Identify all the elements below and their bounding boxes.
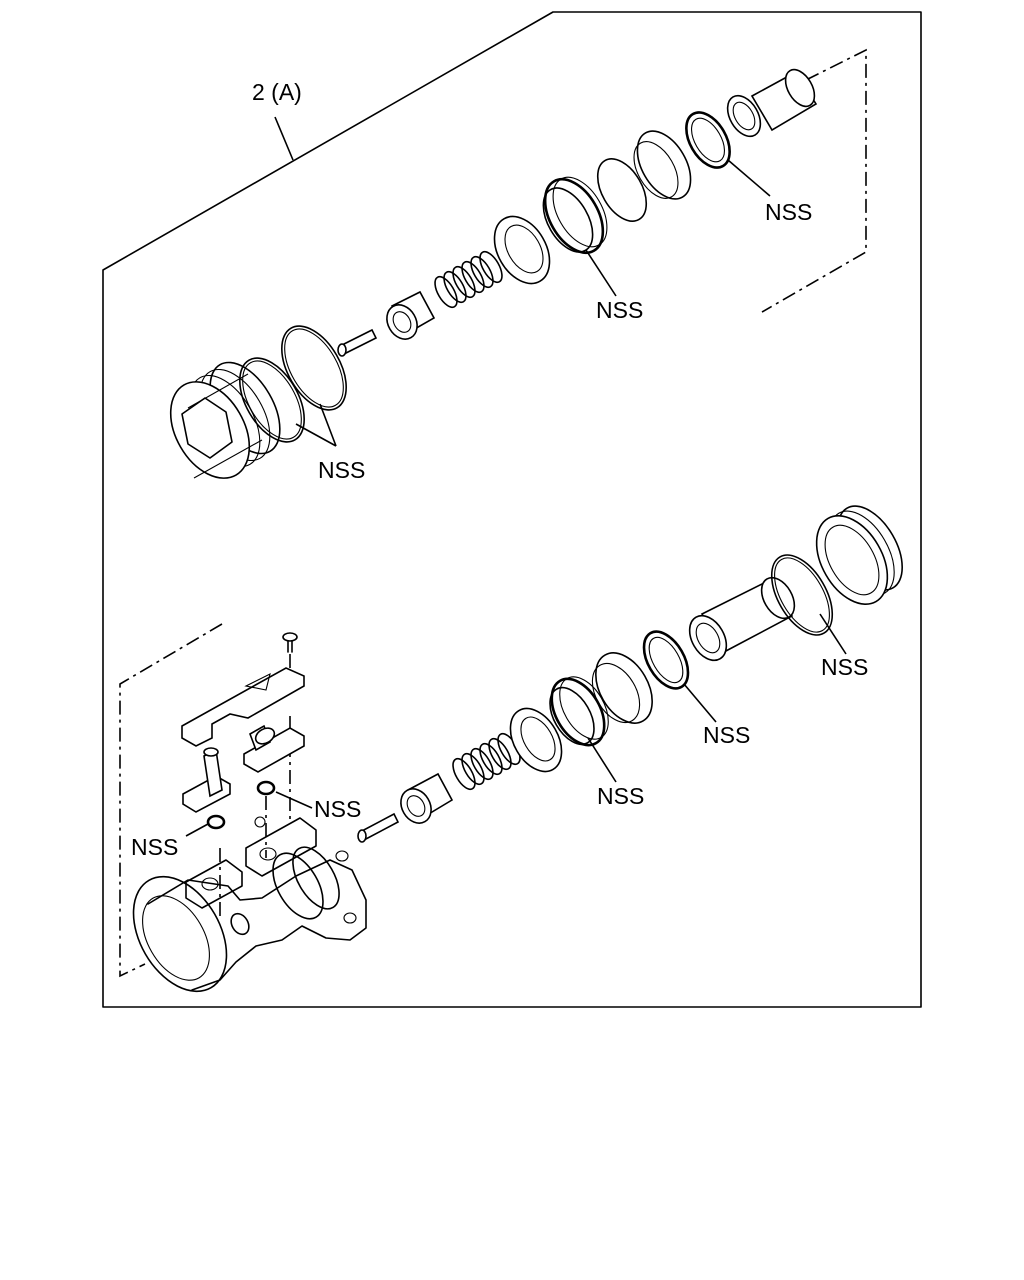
- callout-bottom-washer-upper: NSS: [314, 796, 361, 822]
- bottom-o-ring: [770, 554, 834, 636]
- top-plunger: [386, 290, 436, 340]
- top-spring: [434, 250, 503, 309]
- bottom-end-cap: [815, 505, 903, 605]
- bottom-plate: [181, 667, 305, 747]
- top-thin-ring: [596, 158, 648, 222]
- callout-bottom-middle-seal: NSS: [703, 722, 750, 748]
- top-hex-plug: [169, 361, 281, 479]
- top-cup: [633, 130, 692, 200]
- callout-bottom-piston-seal: NSS: [597, 783, 644, 809]
- bottom-cup: [591, 652, 653, 724]
- callout-top-outer-seals: NSS: [318, 457, 365, 483]
- bottom-valve-body: [132, 816, 367, 993]
- bottom-sleeve: [688, 576, 796, 662]
- bottom-screw: [282, 632, 298, 653]
- top-piston-seal: [542, 176, 608, 254]
- bottom-washer-lower: [206, 814, 226, 830]
- bottom-pipe-fitting-left: [182, 747, 231, 813]
- bottom-pin: [357, 812, 400, 843]
- assembly-frame: [102, 11, 922, 1008]
- callout-top-end-seal: NSS: [765, 199, 812, 225]
- callout-bottom-end-seal: NSS: [821, 654, 868, 680]
- top-pin: [337, 328, 378, 357]
- top-centerline: [761, 48, 867, 313]
- callout-bottom-washer-lower: NSS: [131, 834, 178, 860]
- bottom-middle-seal: [642, 630, 690, 690]
- bottom-washer: [509, 707, 563, 773]
- bottom-washer-upper: [256, 780, 276, 796]
- bottom-plunger: [400, 772, 454, 824]
- bottom-centerline: [119, 623, 223, 978]
- callout-top-piston-seal: NSS: [596, 297, 643, 323]
- top-washer: [493, 215, 551, 285]
- bottom-pipe-fitting-right: [243, 724, 305, 773]
- top-end-seal: [685, 111, 731, 169]
- assembly-label: 2 (A): [252, 79, 302, 105]
- top-end-cylinder: [726, 68, 818, 138]
- top-o-ring-2: [281, 325, 347, 411]
